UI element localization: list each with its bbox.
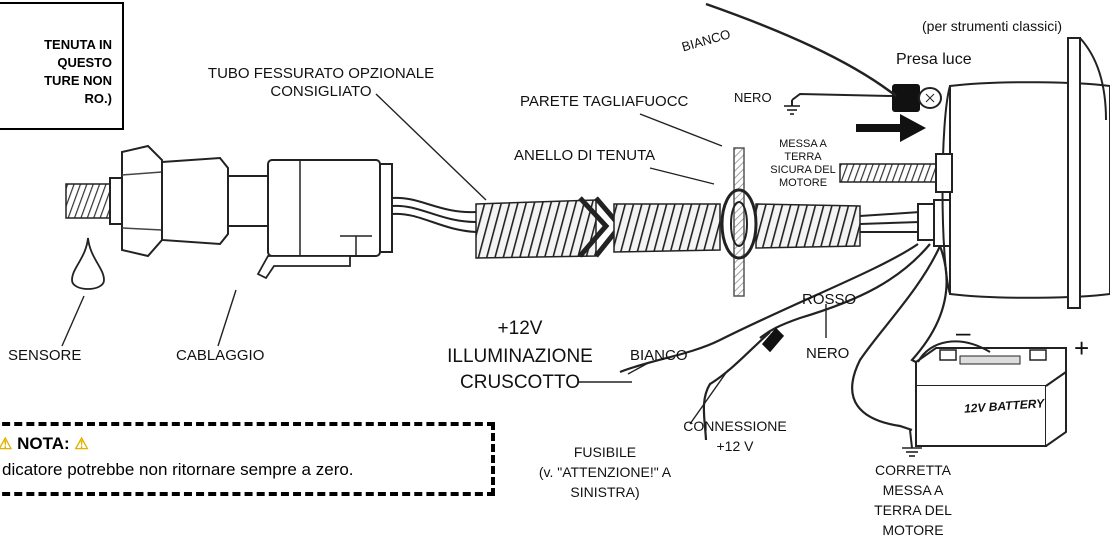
battery-plus-icon: + <box>1074 333 1090 363</box>
sensor-thread <box>65 183 111 219</box>
battery <box>915 340 1067 447</box>
label-nero-bottom: NERO <box>806 345 850 362</box>
label-corretta-2: MESSA A <box>882 482 944 498</box>
label-fusibile-2: (v. "ATTENZIONE!" A <box>538 464 672 480</box>
sensor-hex-nut <box>121 144 163 258</box>
label-anello: ANELLO DI TENUTA <box>514 147 656 164</box>
label-corretta-3: TERRA DEL <box>874 502 952 518</box>
corrugated-tube <box>475 196 861 259</box>
label-messa-terra-1: MESSA A <box>779 138 827 150</box>
sensor <box>65 144 269 290</box>
leader-lines <box>61 93 827 425</box>
label-nero-top: NERO <box>734 90 772 105</box>
label-sensore: SENSORE <box>8 347 82 364</box>
label-fusibile-3: SINISTRA) <box>570 484 640 500</box>
warning-icon: ⚠ <box>0 436 13 453</box>
label-tubo-1: TUBO FESSURATO OPZIONALE <box>207 65 435 82</box>
grommet <box>720 188 758 260</box>
warning-line-4: RO.) <box>84 91 112 106</box>
oil-drop-icon <box>71 237 105 290</box>
label-tubo-2: CONSIGLIATO <box>270 83 372 100</box>
battery-ground-icon <box>902 447 922 457</box>
note-title: ⚠ NOTA: ⚠ <box>0 434 89 454</box>
note-box: ⚠ NOTA: ⚠ dicatore potrebbe non ritornar… <box>0 422 495 496</box>
label-corretta-4: MOTORE <box>882 522 944 538</box>
note-text: dicatore potrebbe non ritornare sempre a… <box>2 460 354 479</box>
ground-icon <box>784 105 800 115</box>
label-plus12v: +12V <box>497 318 543 339</box>
label-presa-luce: Presa luce <box>896 51 972 68</box>
harness-connector <box>256 159 393 280</box>
ground-stud <box>839 153 953 193</box>
label-messa-terra-3: SICURA DEL <box>770 164 836 176</box>
harness-wires-left <box>391 196 477 233</box>
battery-minus-icon: – <box>956 317 971 347</box>
label-corretta-1: CORRETTA <box>875 462 951 478</box>
label-connessione-2: +12 V <box>716 438 754 454</box>
warning-line-3: TURE NON <box>44 73 112 88</box>
label-fusibile-1: FUSIBILE <box>573 444 637 460</box>
label-messa-terra-2: TERRA <box>784 151 822 163</box>
warning-icon: ⚠ <box>74 436 89 453</box>
label-connessione-1: CONNESSIONE <box>683 418 787 434</box>
note-title-text: NOTA: <box>17 434 70 453</box>
label-per-strumenti-classici: (per strumenti classici) <box>922 18 1063 34</box>
label-bianco-bottom: BIANCO <box>630 347 688 364</box>
warning-line-1: TENUTA IN <box>44 37 112 52</box>
label-cablaggio: CABLAGGIO <box>176 347 265 364</box>
label-messa-terra-4: MOTORE <box>778 177 828 189</box>
warning-box: TENUTA IN QUESTO TURE NON RO.) <box>0 2 124 130</box>
fuse <box>761 327 785 353</box>
warning-line-2: QUESTO <box>57 55 112 70</box>
lamp-socket <box>892 84 942 112</box>
label-parete: PARETE TAGLIAFUOCC <box>520 93 689 110</box>
label-illuminazione: ILLUMINAZIONE <box>447 346 593 367</box>
label-rosso: ROSSO <box>802 291 857 308</box>
firewall <box>733 147 745 297</box>
arrow-right-icon <box>856 114 926 142</box>
gauge <box>941 37 1110 309</box>
label-cruscotto: CRUSCOTTO <box>460 372 580 393</box>
